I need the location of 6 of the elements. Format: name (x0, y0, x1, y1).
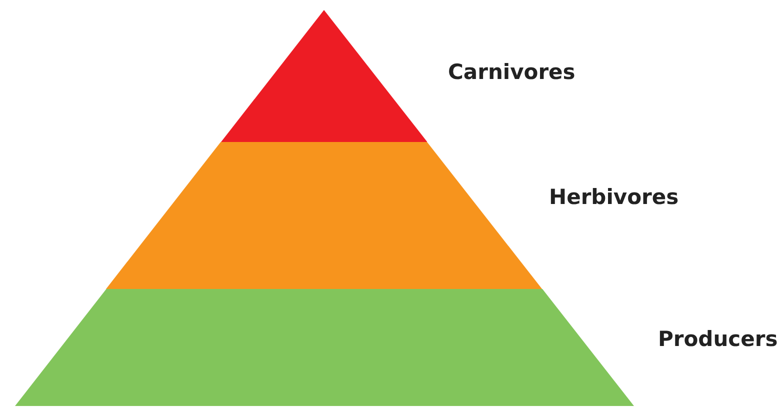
level-label: Carnivores (448, 60, 576, 84)
pyramid-top-band (221, 10, 428, 142)
level-label: Producers (658, 327, 778, 351)
pyramid-band (15, 289, 634, 406)
pyramid-band (106, 142, 542, 289)
level-label: Herbivores (549, 185, 679, 209)
